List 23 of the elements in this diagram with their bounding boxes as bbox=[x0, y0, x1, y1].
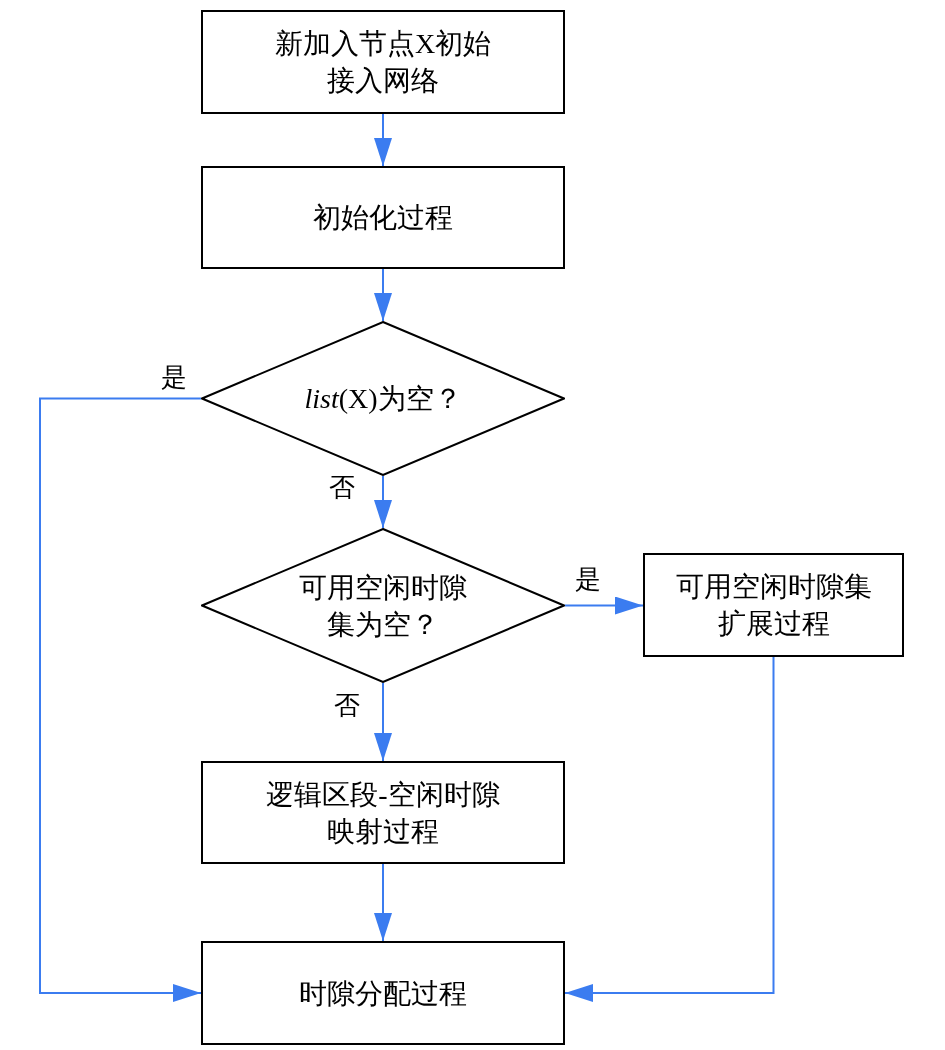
decision-text: 可用空闲时隙集为空？ bbox=[298, 570, 468, 642]
process-box bbox=[201, 166, 565, 269]
edge-label: 是 bbox=[575, 565, 601, 595]
edge-label: 否 bbox=[334, 691, 360, 721]
arrow bbox=[39, 397, 202, 1002]
arrow bbox=[374, 682, 392, 762]
arrow bbox=[564, 656, 775, 1002]
process-box bbox=[201, 10, 565, 114]
process-label: 时隙分配过程 bbox=[299, 976, 467, 1011]
process-box bbox=[201, 941, 565, 1045]
process-box bbox=[643, 553, 904, 657]
process-label: 新加入节点X初始接入网络 bbox=[273, 27, 493, 98]
arrow bbox=[374, 113, 392, 167]
arrow bbox=[564, 596, 644, 615]
process-label: 可用空闲时隙集扩展过程 bbox=[674, 570, 873, 641]
process-box bbox=[201, 761, 565, 864]
decision-text: list(X)为空？ bbox=[304, 382, 462, 416]
arrow bbox=[374, 268, 392, 322]
arrow bbox=[374, 863, 392, 942]
process-label: 初始化过程 bbox=[313, 201, 453, 235]
process-label: 逻辑区段-空闲时隙映射过程 bbox=[265, 777, 501, 849]
arrow bbox=[374, 475, 392, 529]
edge-label: 是 bbox=[161, 363, 187, 393]
